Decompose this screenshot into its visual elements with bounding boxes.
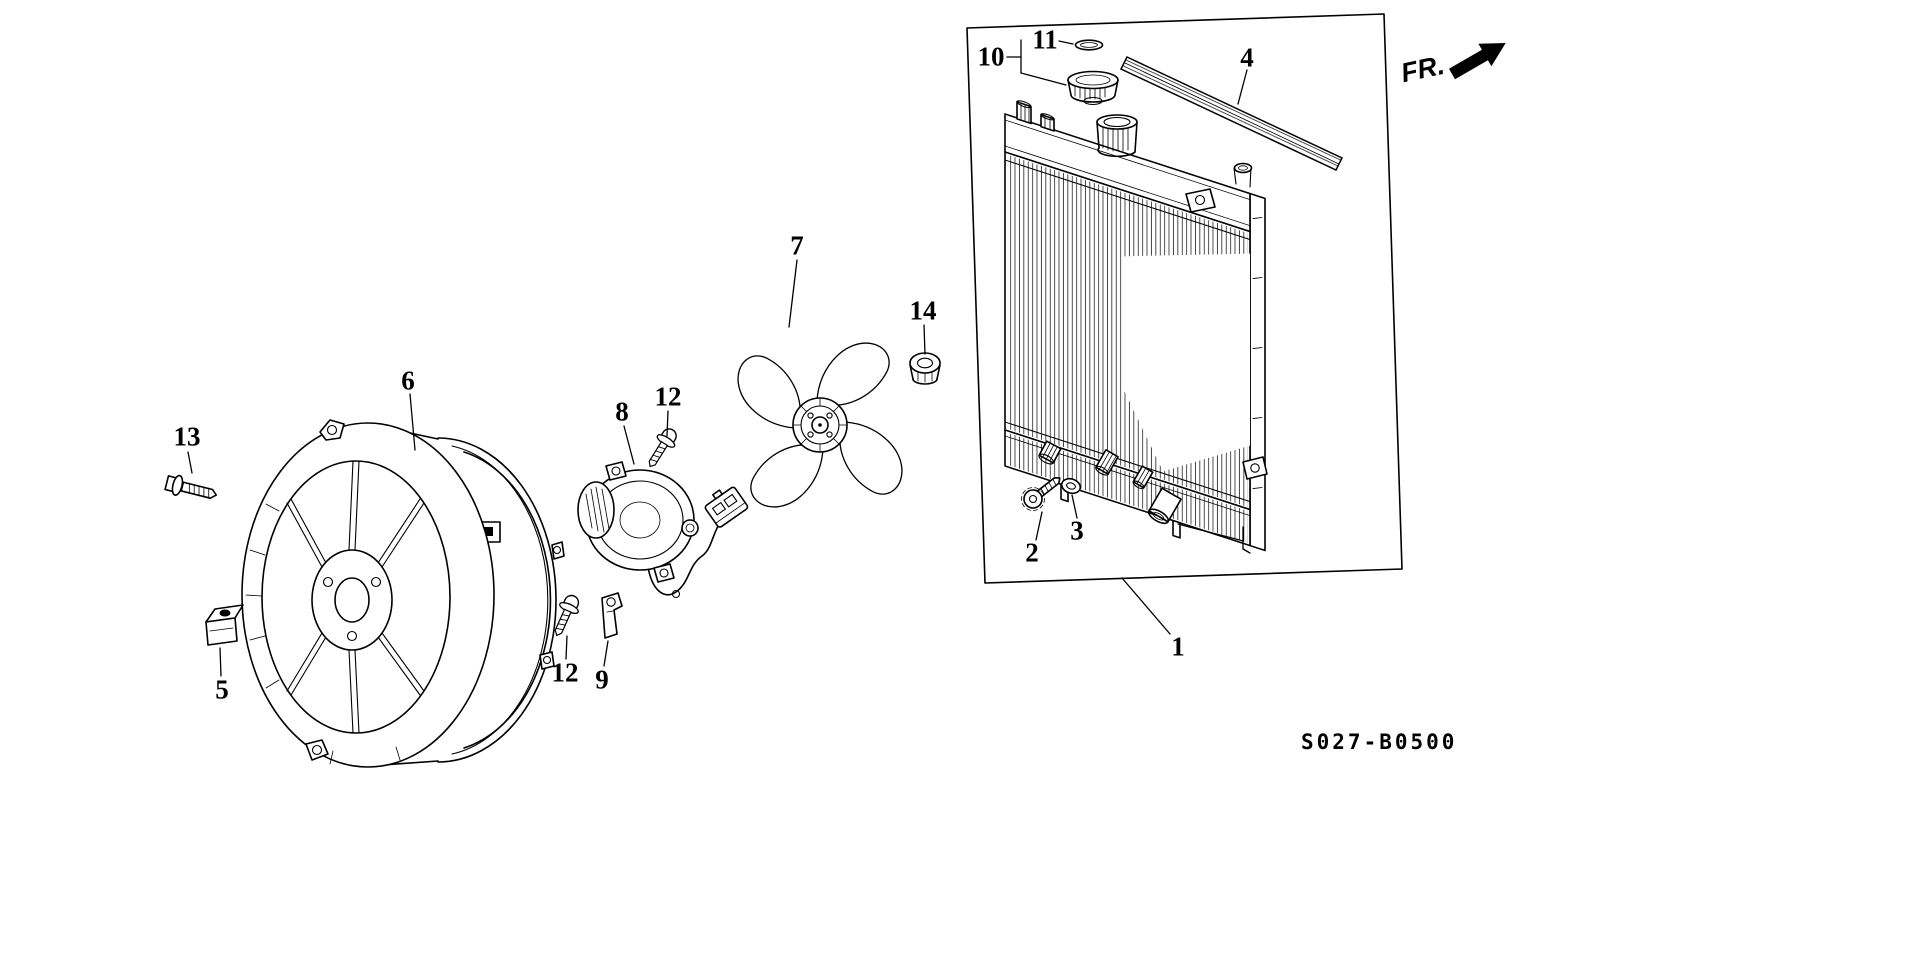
callout-8-fan-motor[interactable]: 8 [615,396,629,427]
callout-12-screw-lower[interactable]: 12 [551,657,579,688]
leader-lines [187,39,1248,677]
harness-bracket-drawing [601,592,623,639]
seal-strip-drawing [1119,56,1344,171]
callout-13-bolt[interactable]: 13 [173,421,201,452]
fan-motor-drawing [577,461,749,599]
screw-drawing-upper [640,423,683,473]
callout-7-cooling-fan[interactable]: 7 [790,230,804,261]
callout-3-washer[interactable]: 3 [1070,515,1084,546]
drawing-code: S027-B0500 [1301,730,1458,754]
cooling-fan-drawing [737,342,903,508]
cap-o-ring-drawing [1074,39,1104,51]
callout-14-grommet[interactable]: 14 [909,295,937,326]
callout-9-bracket[interactable]: 9 [595,664,609,695]
callout-5-clip-nut[interactable]: 5 [215,674,229,705]
assembly-boundary-box [966,13,1403,584]
drain-plug-drawing [1021,476,1061,511]
drain-washer-drawing [1060,477,1082,495]
callout-10-radiator-cap[interactable]: 10 [977,41,1005,72]
callout-6-fan-shroud[interactable]: 6 [401,365,415,396]
callout-4-seal-strip[interactable]: 4 [1240,42,1254,73]
callout-2-drain-plug[interactable]: 2 [1025,537,1039,568]
fan-shroud-drawing [241,419,565,768]
bolt-drawing [164,474,218,500]
grommet-drawing [909,352,941,385]
clip-nut-drawing [205,604,244,646]
callout-1-radiator[interactable]: 1 [1171,631,1185,662]
filler-neck-drawing [1096,114,1138,158]
radiator-cap-drawing [1067,70,1119,106]
outlet-pipe-drawing [1147,487,1182,525]
fr-arrow-icon [1449,43,1506,80]
callout-12-screw-upper[interactable]: 12 [654,381,682,412]
motor-connector-drawing [704,486,749,528]
callout-11-o-ring[interactable]: 11 [1032,24,1058,55]
radiator-drawing [1004,100,1268,554]
